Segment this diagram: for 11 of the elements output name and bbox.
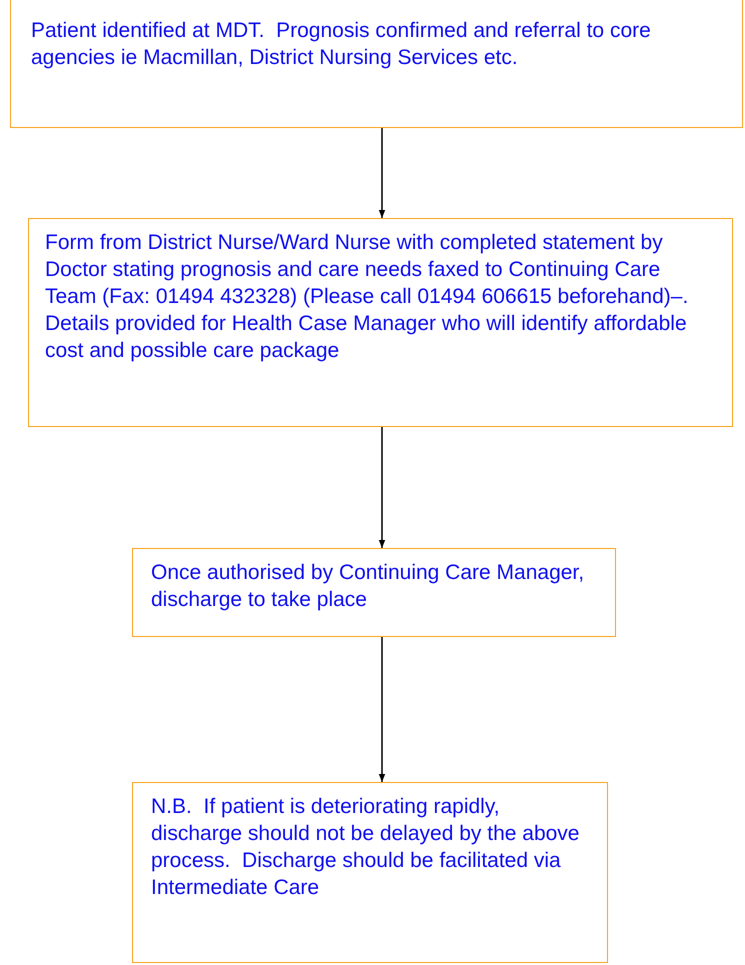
box-text: N.B. If patient is deteriorating rapidly, discharge should not be delayed by the above process. Discharge should be facilitated via Intermediate Care	[151, 794, 580, 901]
arrow	[378, 128, 386, 218]
box-text: Patient identified at MDT. Prognosis confirmed and referral to core agencies ie Macmillan, District Nursing Services etc.	[31, 18, 652, 71]
process-box	[10, 0, 743, 128]
process-box	[28, 218, 733, 427]
process-box	[132, 782, 608, 963]
arrow	[378, 637, 386, 782]
arrow	[378, 427, 386, 548]
process-box	[132, 548, 616, 637]
box-text: Once authorised by Continuing Care Manager, discharge to take place	[151, 560, 586, 613]
box-text: Form from District Nurse/Ward Nurse with completed statement by Doctor stating prognosis and care needs faxed to Continuing Care Team (Fax: 01494 432328) (Please call 01494 606615 beforehand)–. Details provided for Health Case Manager who will identify affordable cost and possible care package	[45, 230, 690, 364]
